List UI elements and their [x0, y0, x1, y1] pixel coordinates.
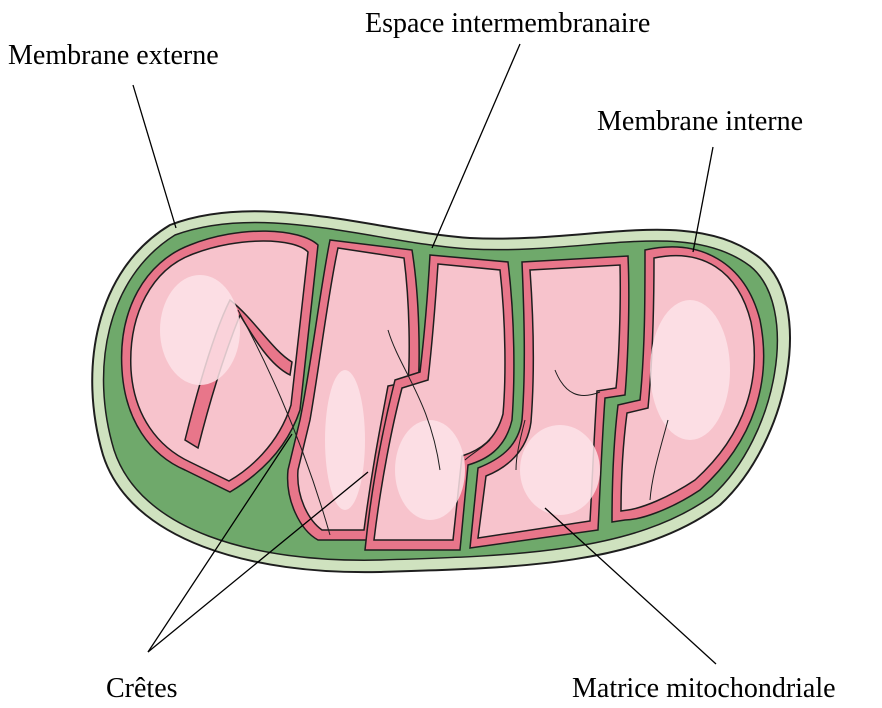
highlight-3 — [395, 420, 465, 520]
leader-outer-membrane — [133, 85, 176, 228]
highlight-2 — [325, 370, 365, 510]
label-outer-membrane: Membrane externe — [8, 42, 219, 70]
label-inner-membrane: Membrane interne — [597, 108, 803, 136]
label-matrix: Matrice mitochondriale — [572, 675, 836, 703]
highlight-4 — [520, 425, 600, 515]
label-cristae: Crêtes — [106, 675, 178, 703]
label-intermembrane-space: Espace intermembranaire — [365, 10, 650, 38]
leader-intermembrane — [432, 44, 520, 248]
highlight-1 — [160, 275, 240, 385]
highlight-5 — [650, 300, 730, 440]
